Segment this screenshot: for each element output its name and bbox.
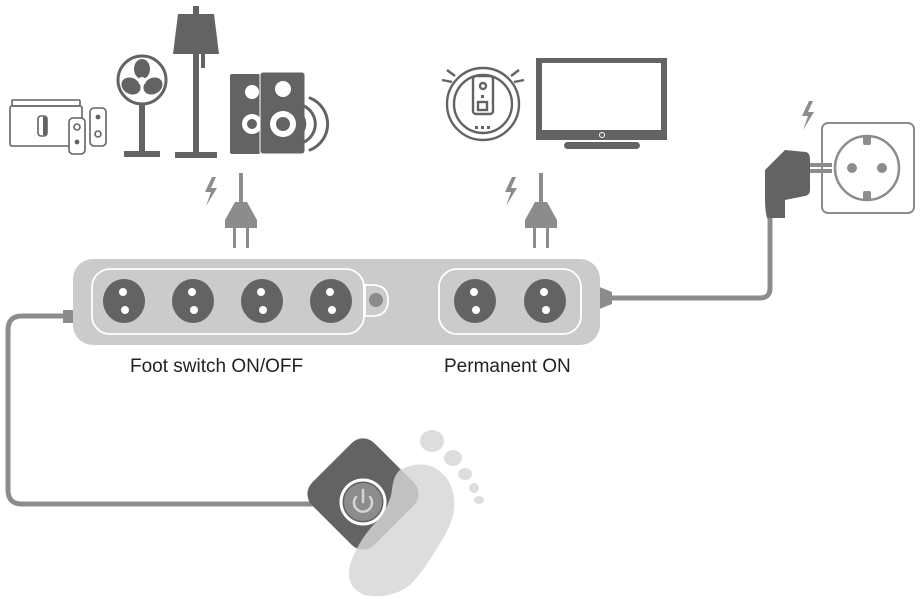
status-indicator-light	[369, 293, 383, 307]
switched-socket[interactable]	[241, 279, 283, 323]
power-icon	[352, 488, 374, 513]
strip-cable-connector	[63, 310, 73, 323]
switched-group-label: Foot switch ON/OFF	[130, 356, 304, 377]
socket-pin-hole	[328, 306, 336, 314]
status-indicator-housing	[364, 284, 389, 317]
socket-pin-hole	[540, 288, 548, 296]
switched-socket-group	[91, 268, 365, 335]
socket-pin-hole	[257, 288, 265, 296]
floor-lamp-icon	[173, 6, 219, 158]
permanent-group-label: Permanent ON	[444, 356, 571, 377]
mains-cable	[608, 218, 773, 301]
television-icon	[536, 58, 667, 149]
game-console-icon	[9, 99, 107, 155]
lightning-icon	[205, 177, 217, 206]
socket-pin-hole	[190, 306, 198, 314]
robot-vacuum-icon	[441, 66, 525, 142]
socket-pin-hole	[121, 306, 129, 314]
permanent-socket-group	[438, 268, 582, 335]
lightning-icon	[802, 101, 814, 130]
permanent-socket[interactable]	[524, 279, 566, 323]
permanent-socket[interactable]	[454, 279, 496, 323]
plug-icon	[525, 173, 557, 248]
speakers-icon	[230, 71, 330, 155]
lightning-icon	[505, 177, 517, 206]
switched-socket[interactable]	[172, 279, 214, 323]
switched-socket[interactable]	[310, 279, 352, 323]
socket-pin-hole	[472, 306, 480, 314]
mains-plug-icon	[765, 150, 832, 218]
power-strip	[73, 259, 600, 345]
foot-icon	[349, 430, 484, 597]
fan-icon	[116, 54, 168, 157]
socket-pin-hole	[259, 306, 267, 314]
mains-cable-strain-relief	[597, 286, 612, 310]
socket-pin-hole	[188, 288, 196, 296]
foot-switch-cable	[5, 313, 320, 507]
wall-socket-icon	[821, 122, 915, 214]
socket-pin-hole	[326, 288, 334, 296]
plug-icon	[225, 173, 257, 248]
socket-pin-hole	[542, 306, 550, 314]
socket-pin-hole	[119, 288, 127, 296]
socket-pin-hole	[470, 288, 478, 296]
switched-socket[interactable]	[103, 279, 145, 323]
